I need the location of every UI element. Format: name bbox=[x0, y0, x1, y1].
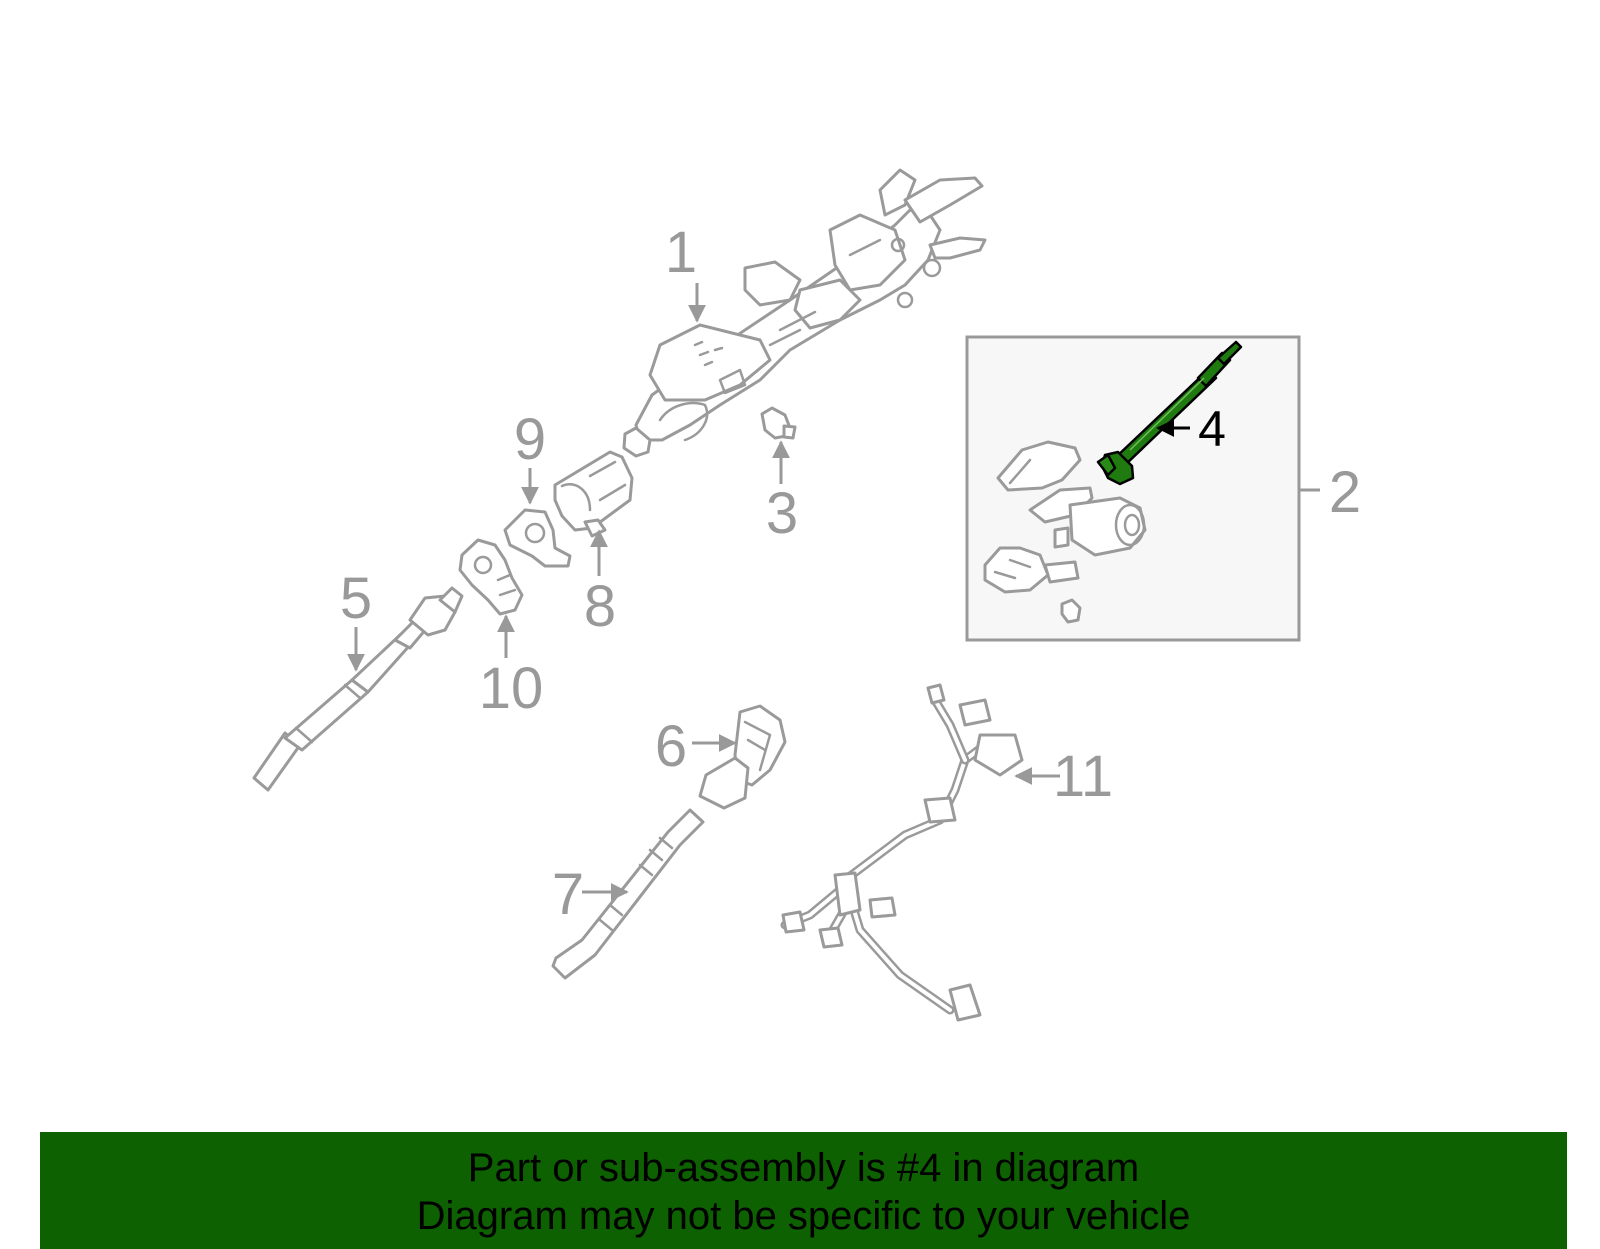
banner-line-1: Part or sub-assembly is #4 in diagram bbox=[467, 1146, 1140, 1190]
part-1-steering-column bbox=[622, 168, 987, 458]
part-4-highlighted-shaft bbox=[1096, 340, 1243, 486]
part-11-wiring-harness bbox=[780, 683, 1024, 1022]
callout-11: 11 bbox=[1053, 744, 1113, 809]
callout-7: 7 bbox=[552, 862, 584, 927]
callout-1: 1 bbox=[665, 220, 697, 285]
callout-9: 9 bbox=[514, 407, 546, 472]
callout-3: 3 bbox=[766, 481, 798, 546]
callout-6: 6 bbox=[655, 714, 687, 779]
part-10-bracket-plate bbox=[458, 538, 524, 616]
banner-line-2: Diagram may not be specific to your vehi… bbox=[416, 1194, 1191, 1238]
callout-2: 2 bbox=[1329, 460, 1361, 525]
part-8-sleeve bbox=[553, 450, 634, 538]
part-5-intermediate-shaft bbox=[252, 586, 464, 792]
callout-8: 8 bbox=[584, 574, 616, 639]
callout-4: 4 bbox=[1198, 401, 1226, 457]
part-9-bracket bbox=[503, 508, 572, 568]
info-banner: Part or sub-assembly is #4 in diagram Di… bbox=[40, 1132, 1567, 1249]
part-6-boot-seal bbox=[698, 704, 787, 810]
callout-5: 5 bbox=[340, 566, 372, 631]
part-3-bushing bbox=[760, 406, 797, 440]
callout-10: 10 bbox=[479, 656, 544, 721]
part-2-inset-components bbox=[983, 440, 1147, 624]
